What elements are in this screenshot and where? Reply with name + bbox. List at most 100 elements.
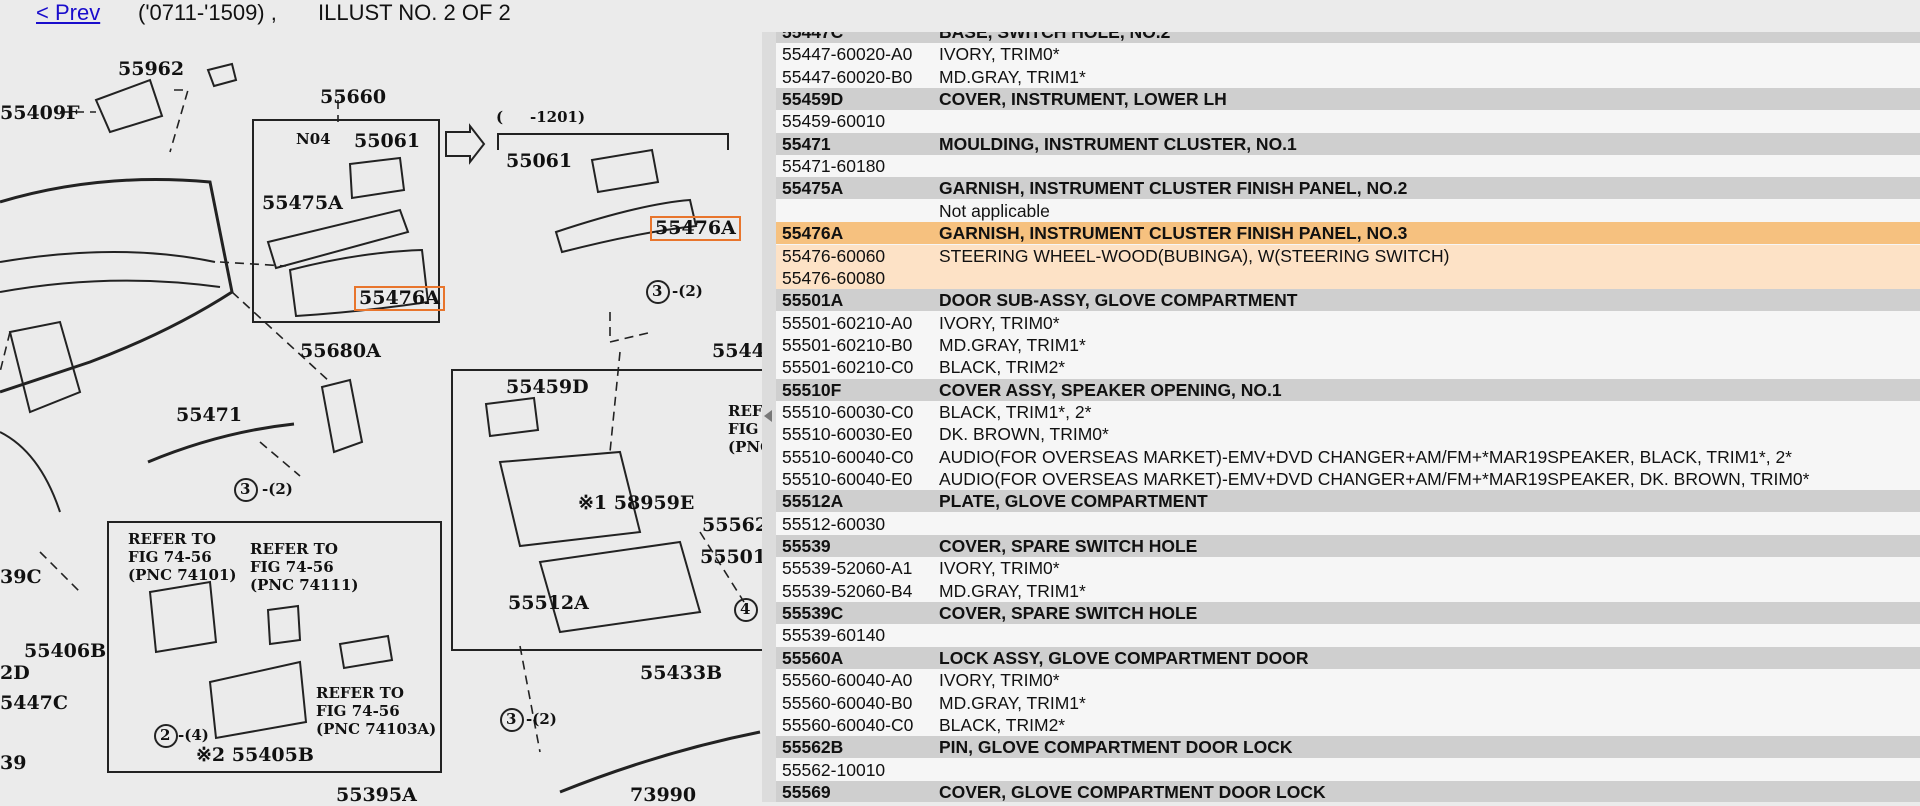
diagram-label[interactable]: 5544 (712, 340, 765, 362)
diagram-label: 55660 (320, 86, 387, 108)
diagram-label[interactable]: 55680A (300, 340, 381, 362)
diagram-label[interactable]: 2D (0, 662, 30, 684)
diagram-label[interactable]: 55061 (354, 130, 421, 152)
part-group-header-row[interactable]: 55501A DOOR SUB-ASSY, GLOVE COMPARTMENT (776, 289, 1920, 312)
diagram-label[interactable]: 55433B (640, 662, 723, 684)
diagram-label[interactable]: 39 (0, 752, 27, 774)
part-number-row[interactable]: 55539-60140 (776, 624, 1920, 647)
refer-note: FIG 74-56 (250, 558, 334, 576)
diagram-label: (PNC (728, 438, 773, 456)
diagram-label[interactable]: 55475A (262, 192, 343, 214)
prev-link[interactable]: < Prev (36, 0, 101, 25)
diagram-label-highlighted[interactable]: 55476A (650, 216, 741, 241)
part-description: COVER, GLOVE COMPARTMENT DOOR LOCK (939, 781, 1326, 802)
diagram-label[interactable]: 73990 (630, 784, 697, 806)
diagram-label[interactable]: 55406B (24, 640, 107, 662)
part-number: 55560-60040-C0 (782, 714, 914, 735)
part-number: 55459-60010 (782, 111, 886, 132)
diagram-label[interactable]: 55512A (508, 592, 589, 614)
part-number-row[interactable]: 55560-60040-A0 IVORY, TRIM0* (776, 669, 1920, 692)
refer-note: REFER TO (128, 530, 216, 548)
part-group-header-row[interactable]: 55569 COVER, GLOVE COMPARTMENT DOOR LOCK (776, 780, 1920, 802)
part-number-row[interactable]: 55459-60010 (776, 110, 1920, 133)
illustration-drawing (0, 62, 766, 794)
diagram-label[interactable]: 39C (0, 566, 42, 588)
diagram-label: REF (728, 402, 763, 420)
callout-number: 3 (652, 282, 663, 300)
part-number-row[interactable]: Not applicable (776, 199, 1920, 222)
part-description: GARNISH, INSTRUMENT CLUSTER FINISH PANEL… (939, 178, 1408, 199)
part-number: 55459D (782, 89, 844, 110)
part-description: IVORY, TRIM0* (939, 558, 1060, 579)
part-number: 55475A (782, 178, 844, 199)
part-description: AUDIO(FOR OVERSEAS MARKET)-EMV+DVD CHANG… (939, 469, 1810, 489)
part-group-header-row[interactable]: 55475A GARNISH, INSTRUMENT CLUSTER FINISH… (776, 177, 1920, 200)
part-number-row[interactable]: 55476-60080 (776, 266, 1920, 289)
part-number-row[interactable]: 55512-60030 (776, 512, 1920, 535)
part-description: IVORY, TRIM0* (939, 312, 1060, 333)
part-description: STEERING WHEEL-WOOD(BUBINGA), W(STEERING… (939, 245, 1450, 266)
diagram-label[interactable]: 55562 (702, 514, 769, 536)
part-description: IVORY, TRIM0* (939, 670, 1060, 691)
collapse-arrow-icon[interactable] (764, 410, 772, 422)
diagram-label[interactable]: 55459D (506, 376, 589, 398)
part-number: 55447C (782, 32, 844, 42)
part-number: 55501A (782, 290, 844, 311)
diagram-label: 55409F (0, 102, 80, 124)
part-number: 55510-60030-E0 (782, 424, 913, 445)
part-number-row[interactable]: 55562-10010 (776, 758, 1920, 781)
part-number: 55476-60060 (782, 245, 886, 266)
part-number-row[interactable]: 55471-60180 (776, 155, 1920, 178)
diagram-label[interactable]: 55501A (700, 546, 781, 568)
refer-note: FIG 74-56 (316, 702, 400, 720)
part-number: 55510F (782, 379, 842, 400)
diagram-label: FIG (728, 420, 759, 438)
part-number: 55476-60080 (782, 267, 886, 288)
part-number: 55569 (782, 781, 831, 802)
inset-box-cluster-panel (252, 119, 440, 323)
part-number: 55501-60210-C0 (782, 357, 914, 378)
part-number: 55560-60040-A0 (782, 670, 913, 691)
diagram-label-highlighted[interactable]: 55476A (354, 286, 445, 311)
part-number: 55471-60180 (782, 156, 886, 177)
diagram-label: N04 (296, 130, 331, 148)
part-description: BLACK, TRIM1*, 2* (939, 401, 1092, 422)
part-number-row[interactable]: 55476-60060 STEERING WHEEL-WOOD(BUBINGA),… (776, 244, 1920, 267)
diagram-label[interactable]: 55395A (336, 784, 417, 806)
diagram-label[interactable]: ※2 55405B (196, 744, 314, 766)
model-range-text: ('0711-'1509) , (138, 0, 277, 25)
diagram-label[interactable]: 55471 (176, 404, 243, 426)
callout-qty: -(2) (262, 480, 293, 498)
diagram-label[interactable]: 55061 (506, 150, 573, 172)
diagram-label[interactable]: 5447C (0, 692, 69, 714)
diagram-label[interactable]: ※1 58959E (578, 492, 695, 514)
part-description: IVORY, TRIM0* (939, 44, 1060, 65)
diagram-label: -1201) (530, 108, 586, 126)
part-description: DOOR SUB-ASSY, GLOVE COMPARTMENT (939, 290, 1298, 311)
refer-note: REFER TO (316, 684, 404, 702)
